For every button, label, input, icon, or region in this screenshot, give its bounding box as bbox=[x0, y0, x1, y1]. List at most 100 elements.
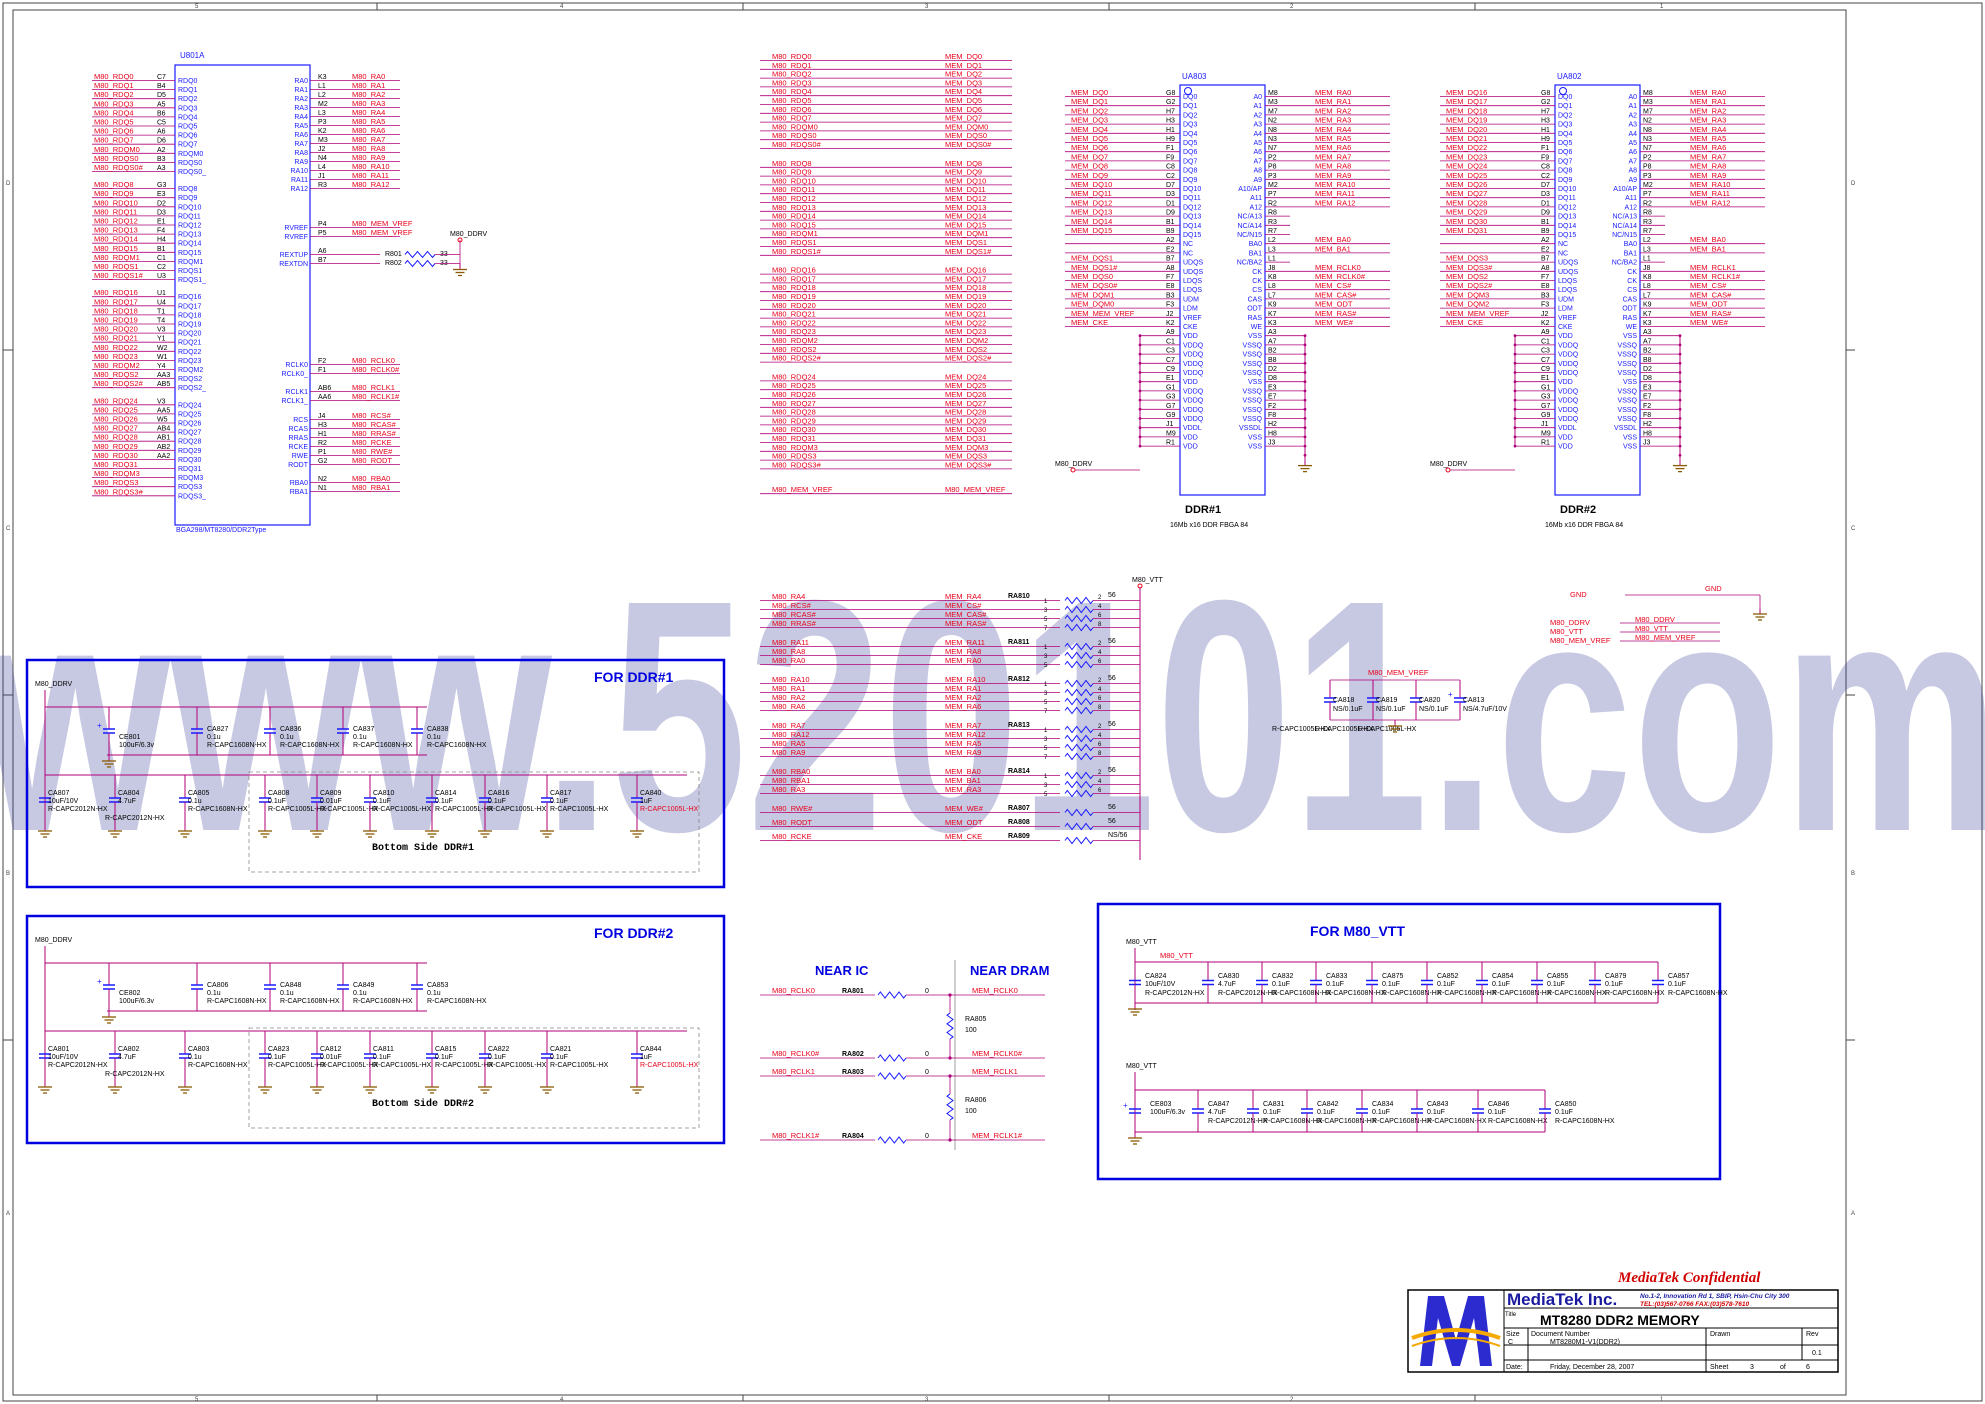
junction-dot bbox=[1138, 426, 1142, 430]
ddr-pin: LDQS bbox=[1558, 287, 1577, 294]
vref-capacitors: M80_MEM_VREFCA818NS/0.1uFR-CAPC1005L-HXC… bbox=[1272, 668, 1507, 733]
ddr-pin: A0 bbox=[1628, 94, 1637, 101]
ddr-pin: A10/AP bbox=[1613, 186, 1637, 193]
u801-pin: RDQ6 bbox=[178, 133, 198, 140]
u801-pin: REXTDN bbox=[279, 261, 308, 268]
clk-left-net: M80_RCLK1# bbox=[772, 1131, 820, 1140]
netmap-right-net: MEM_DQ1 bbox=[945, 61, 982, 70]
ddr-pin: DQ10 bbox=[1558, 186, 1576, 193]
junction-dot bbox=[1303, 352, 1307, 356]
clk-ref: RA804 bbox=[842, 1133, 864, 1140]
ddr-pin: CAS bbox=[1623, 296, 1638, 303]
resistor-zigzag bbox=[1064, 789, 1094, 798]
cap-value: 0.1uF bbox=[1437, 981, 1455, 988]
capacitor-symbol bbox=[426, 775, 438, 825]
ddr-ball: D7 bbox=[1541, 182, 1550, 189]
cap-value: 0.1u bbox=[427, 734, 441, 741]
junction-dot bbox=[1513, 417, 1517, 420]
netmap-right-net: MEM_DQ0 bbox=[945, 52, 982, 61]
ddr-left-net: MEM_CKE bbox=[1446, 318, 1483, 327]
ddr-pin: DQ7 bbox=[1183, 158, 1198, 165]
ddr-pin: VDD bbox=[1183, 333, 1198, 340]
cap-value: NS/0.1uF bbox=[1419, 706, 1449, 713]
ddr-pin: DQ2 bbox=[1183, 112, 1198, 119]
ddr-left-net: MEM_DQS0 bbox=[1071, 272, 1113, 281]
capacitor-symbol bbox=[541, 1031, 553, 1081]
rpack-pin: 1 bbox=[1044, 728, 1048, 734]
u801-ball: W5 bbox=[157, 417, 168, 424]
junction-dot bbox=[1678, 398, 1682, 402]
netmap-left-net: M80_RDQM2 bbox=[772, 336, 818, 345]
capacitor-symbol bbox=[1192, 1090, 1204, 1132]
netmap-right-net: MEM_DQ21 bbox=[945, 310, 986, 319]
ddr-left-net: MEM_DQ11 bbox=[1071, 189, 1112, 198]
ddr-left-net: MEM_DQS1 bbox=[1071, 254, 1113, 263]
junction-dot bbox=[1303, 407, 1307, 411]
cap-value: 0.1uF bbox=[1317, 1109, 1335, 1116]
u801-ball: A5 bbox=[157, 101, 166, 108]
ddr1_box-bottom-side-region bbox=[248, 771, 700, 873]
ddr-ball: E7 bbox=[1268, 394, 1277, 401]
netmap-left-net: M80_RDQS2# bbox=[772, 354, 822, 363]
rpack-left-net: M80_RCS# bbox=[772, 601, 812, 610]
rpack-pin: 5 bbox=[1044, 617, 1048, 623]
ddr-ball: D1 bbox=[1166, 200, 1175, 207]
u801-ball: B7 bbox=[318, 257, 327, 264]
date-value: Friday, December 28, 2007 bbox=[1550, 1364, 1634, 1371]
netmap-left-net: M80_RDQM1 bbox=[772, 229, 818, 238]
u801-ball: C2 bbox=[157, 264, 166, 271]
ddr-pin: A6 bbox=[1628, 149, 1637, 156]
cap-package: R-CAPC1608N-HX bbox=[1427, 1118, 1487, 1125]
u801-ball: M3 bbox=[318, 137, 328, 144]
u801-pin: RDQ26 bbox=[178, 421, 201, 428]
capacitor-symbol bbox=[1421, 962, 1433, 1003]
ddr-pin: VDDQ bbox=[1558, 398, 1579, 405]
junction-dot bbox=[1678, 343, 1682, 347]
cap-package: R-CAPC1608N-HX bbox=[207, 998, 267, 1005]
netmap-left-net: M80_RDQ2 bbox=[772, 70, 812, 79]
resistor-zigzag bbox=[1064, 614, 1094, 623]
ddr-pin: DQ6 bbox=[1183, 149, 1198, 156]
cap-value: 0.1uF bbox=[1263, 1109, 1281, 1116]
ddr-ball: K9 bbox=[1268, 302, 1277, 309]
cap-value: 0.1uF bbox=[373, 1054, 391, 1061]
company-address1: No.1-2, Innovation Rd 1, SBIP, Hsin-Chu … bbox=[1640, 1293, 1790, 1300]
ddr-pin: DQ9 bbox=[1183, 177, 1198, 184]
netmap-right-net: MEM_DQ30 bbox=[945, 425, 986, 434]
cap-value: 0.1uF bbox=[268, 1054, 286, 1061]
capacitor-symbol bbox=[1310, 962, 1322, 1003]
cap-package: R-CAPC1608N-HX bbox=[353, 742, 413, 749]
u801-pin: REXTUP bbox=[280, 252, 309, 259]
capacitor-symbol: + bbox=[1448, 680, 1466, 720]
cap-ref: CA879 bbox=[1605, 973, 1627, 980]
capacitor-symbol bbox=[1410, 680, 1422, 720]
ddr-ball: G2 bbox=[1541, 99, 1550, 106]
rpack-left-net: M80_RA4 bbox=[772, 592, 805, 601]
u801-pin: RDQ4 bbox=[178, 114, 198, 121]
ddr-ball: G1 bbox=[1166, 384, 1175, 391]
rpack-left-net: M80_RA3 bbox=[772, 785, 805, 794]
cap-ref: CA808 bbox=[268, 790, 290, 797]
rpack-pin: 1 bbox=[1044, 682, 1048, 688]
rpack-pin: 2 bbox=[1098, 678, 1102, 684]
ddr-pin: WE bbox=[1626, 324, 1638, 331]
rpack-right-net: MEM_RA0 bbox=[945, 656, 981, 665]
ddr-left-net: MEM_DQ22 bbox=[1446, 143, 1487, 152]
u801-ball: V3 bbox=[157, 398, 166, 405]
cap-package: R-CAPC1608N-HX bbox=[1668, 990, 1728, 997]
ddr-pin: UDQS bbox=[1183, 260, 1204, 267]
ground-symbol bbox=[1673, 459, 1687, 473]
u801-left-net: M80_RDQ8 bbox=[94, 180, 134, 189]
u801-pin: RCLK0 bbox=[285, 362, 308, 369]
ddr-pin: A4 bbox=[1628, 131, 1637, 138]
ddr-ball: F2 bbox=[1643, 403, 1651, 410]
u801-ball: AB2 bbox=[157, 444, 170, 451]
junction-dot bbox=[1138, 361, 1142, 365]
ua802-sub: 16Mb x16 DDR FBGA 84 bbox=[1545, 522, 1623, 529]
ddr-pin: A4 bbox=[1253, 131, 1262, 138]
resistor-zigzag bbox=[946, 1012, 954, 1040]
cap-value: 0.1u bbox=[280, 990, 294, 997]
netmap-right-net: MEM_DQS2# bbox=[945, 354, 992, 363]
u801-left-net: M80_RDQ25 bbox=[94, 405, 138, 414]
